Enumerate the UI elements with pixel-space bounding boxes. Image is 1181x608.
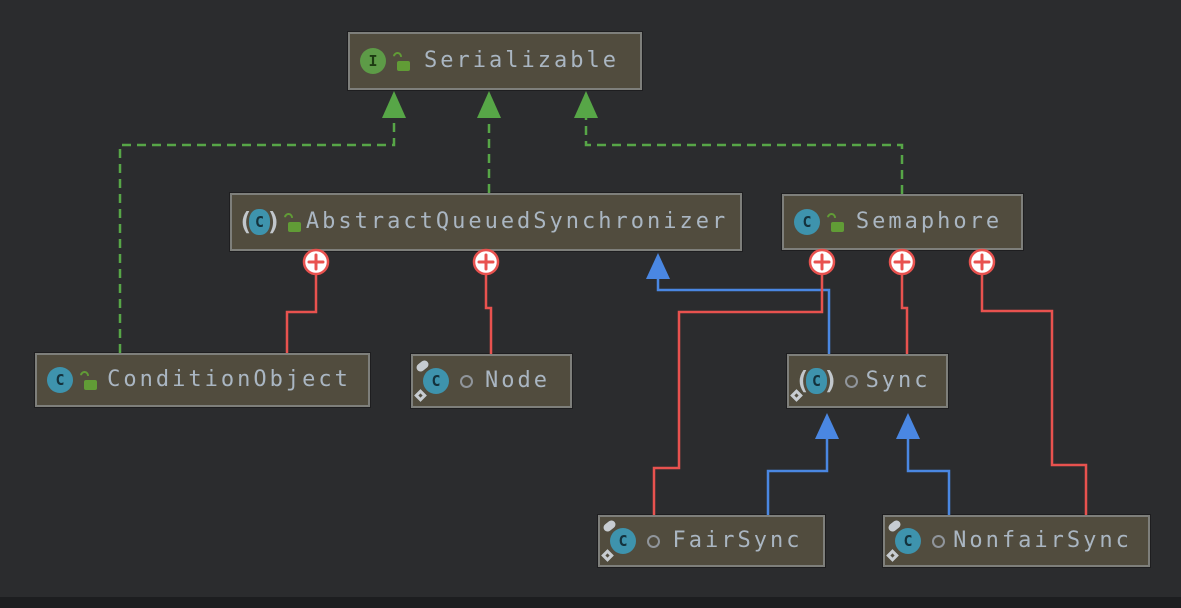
class-name-label: Node [485,368,550,393]
edge-line [980,274,1088,515]
public-lock-icon [282,210,302,232]
package-private-icon [845,374,859,388]
edge-inheritance-sync-aqs[interactable] [646,253,831,354]
class-ball: C [249,209,271,235]
inheritance-arrowhead-icon [646,253,670,279]
abstract-static-class-icon: ( C ) [790,368,838,402]
edge-line [118,118,396,353]
edge-realization-conditionobject-serializable[interactable] [118,91,406,353]
edge-line [584,118,904,194]
abstract-paren-left-icon: ( [238,206,254,236]
class-ball: C [423,368,449,394]
edge-inner-aqs-conditionobject[interactable] [285,248,330,353]
realization-arrowhead-icon [477,91,501,118]
public-lock-icon [78,368,98,390]
class-node-condition-object[interactable]: C ConditionObject [35,353,370,407]
lock-body [397,60,410,71]
abstract-paren-right-icon: ) [266,206,282,236]
class-ball: C [806,368,828,394]
abstract-paren-left-icon: ( [795,365,811,395]
class-node-fair-sync[interactable]: C FairSync [598,515,825,567]
lock-body [84,379,97,390]
class-name-label: NonfairSync [953,528,1132,553]
public-lock-icon [825,210,845,232]
edge-line [656,279,831,354]
edge-inheritance-nonfairsync-sync[interactable] [896,413,951,515]
edge-inner-aqs-node[interactable] [472,248,500,354]
interface-ball: I [360,48,386,74]
edge-line [652,274,824,515]
edge-line [285,274,318,353]
bottom-strip [0,597,1181,608]
class-icon: C [794,209,820,235]
edge-realization-semaphore-serializable[interactable] [574,91,904,194]
edge-line [906,439,951,515]
class-node-sync[interactable]: ( C ) Sync [787,354,948,408]
package-private-icon [932,534,945,548]
inheritance-arrowhead-icon [815,413,839,439]
class-node-serializable[interactable]: I Serializable [348,32,642,90]
class-node-semaphore[interactable]: C Semaphore [782,194,1023,250]
class-name-label: Serializable [424,48,619,73]
public-lock-icon [391,49,411,71]
class-icon: C [47,367,73,393]
interface-icon: I [360,48,386,74]
realization-arrowhead-icon [382,91,406,118]
static-class-icon: C [601,518,636,562]
class-name-label: Sync [865,368,931,393]
package-private-icon [647,534,660,548]
static-class-icon: C [886,518,921,562]
edge-realization-aqs-serializable[interactable] [477,91,501,193]
abstract-paren-right-icon: ) [823,365,839,395]
edge-inheritance-fairsync-sync[interactable] [766,413,839,515]
lock-body [831,221,844,232]
class-name-label: FairSync [672,528,803,553]
lock-body [288,221,302,232]
inheritance-arrowhead-icon [896,413,920,439]
class-name-label: Semaphore [855,209,1003,234]
class-ball: C [895,528,921,554]
class-name-label: ConditionObject [107,367,351,392]
edge-inner-semaphore-nonfairsync[interactable] [968,248,1088,515]
class-ball: C [610,528,636,554]
class-node-nonfair-sync[interactable]: C NonfairSync [883,515,1150,567]
realization-arrowhead-icon [574,91,598,118]
class-ball: C [47,367,73,393]
class-node-node[interactable]: C Node [411,354,572,408]
package-private-icon [460,374,473,388]
edge-line [900,274,909,354]
class-name-label: AbstractQueuedSynchronizer [305,209,729,234]
class-ball: C [794,209,820,235]
edge-inner-semaphore-fairsync[interactable] [652,248,836,515]
edge-inner-semaphore-sync[interactable] [888,248,916,354]
edge-line [484,274,493,354]
static-class-icon: C [414,358,449,402]
abstract-class-icon: ( C ) [238,209,281,235]
edge-line [766,439,829,515]
